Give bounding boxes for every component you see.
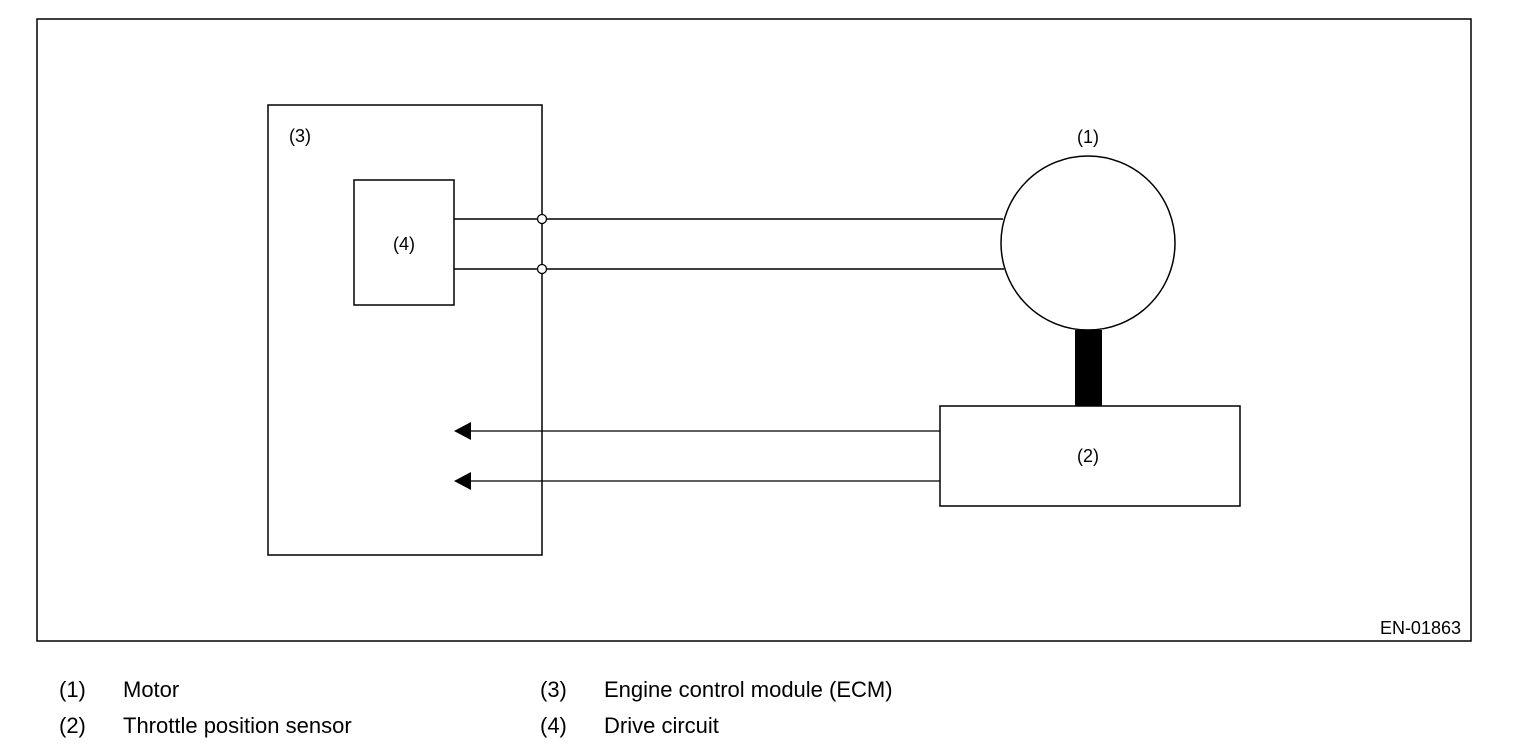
legend-label: Drive circuit xyxy=(604,713,719,738)
motor-shaft xyxy=(1075,330,1102,406)
signal-arrow-lower xyxy=(454,472,471,490)
throttle-position-sensor-box xyxy=(939,405,1241,507)
motor-circle xyxy=(1000,155,1176,331)
motor-callout: (1) xyxy=(1077,127,1099,147)
throttle-position-sensor-callout: (2) xyxy=(1077,446,1099,466)
terminal-lower xyxy=(536,263,548,275)
legend-number: (4) xyxy=(540,713,567,738)
legend-number: (3) xyxy=(540,677,567,702)
drive-circuit-callout: (4) xyxy=(393,234,415,254)
system-diagram: (3) (4) (1) (2) EN-01863 xyxy=(36,18,1472,642)
legend-number: (1) xyxy=(59,677,86,702)
drive-circuit-box xyxy=(353,179,455,306)
ecm-callout: (3) xyxy=(289,126,311,146)
ecm-box xyxy=(267,104,543,556)
legend-label: Motor xyxy=(123,677,180,702)
figure-id: EN-01863 xyxy=(1380,618,1461,638)
legend-label: Throttle position sensor xyxy=(123,713,352,738)
terminal-upper xyxy=(536,213,548,225)
legend: (1) Motor (2) Throttle position sensor (… xyxy=(0,660,1520,754)
legend-label: Engine control module (ECM) xyxy=(604,677,893,702)
diagram-frame xyxy=(36,18,1472,642)
signal-arrow-upper xyxy=(454,422,471,440)
legend-number: (2) xyxy=(59,713,86,738)
